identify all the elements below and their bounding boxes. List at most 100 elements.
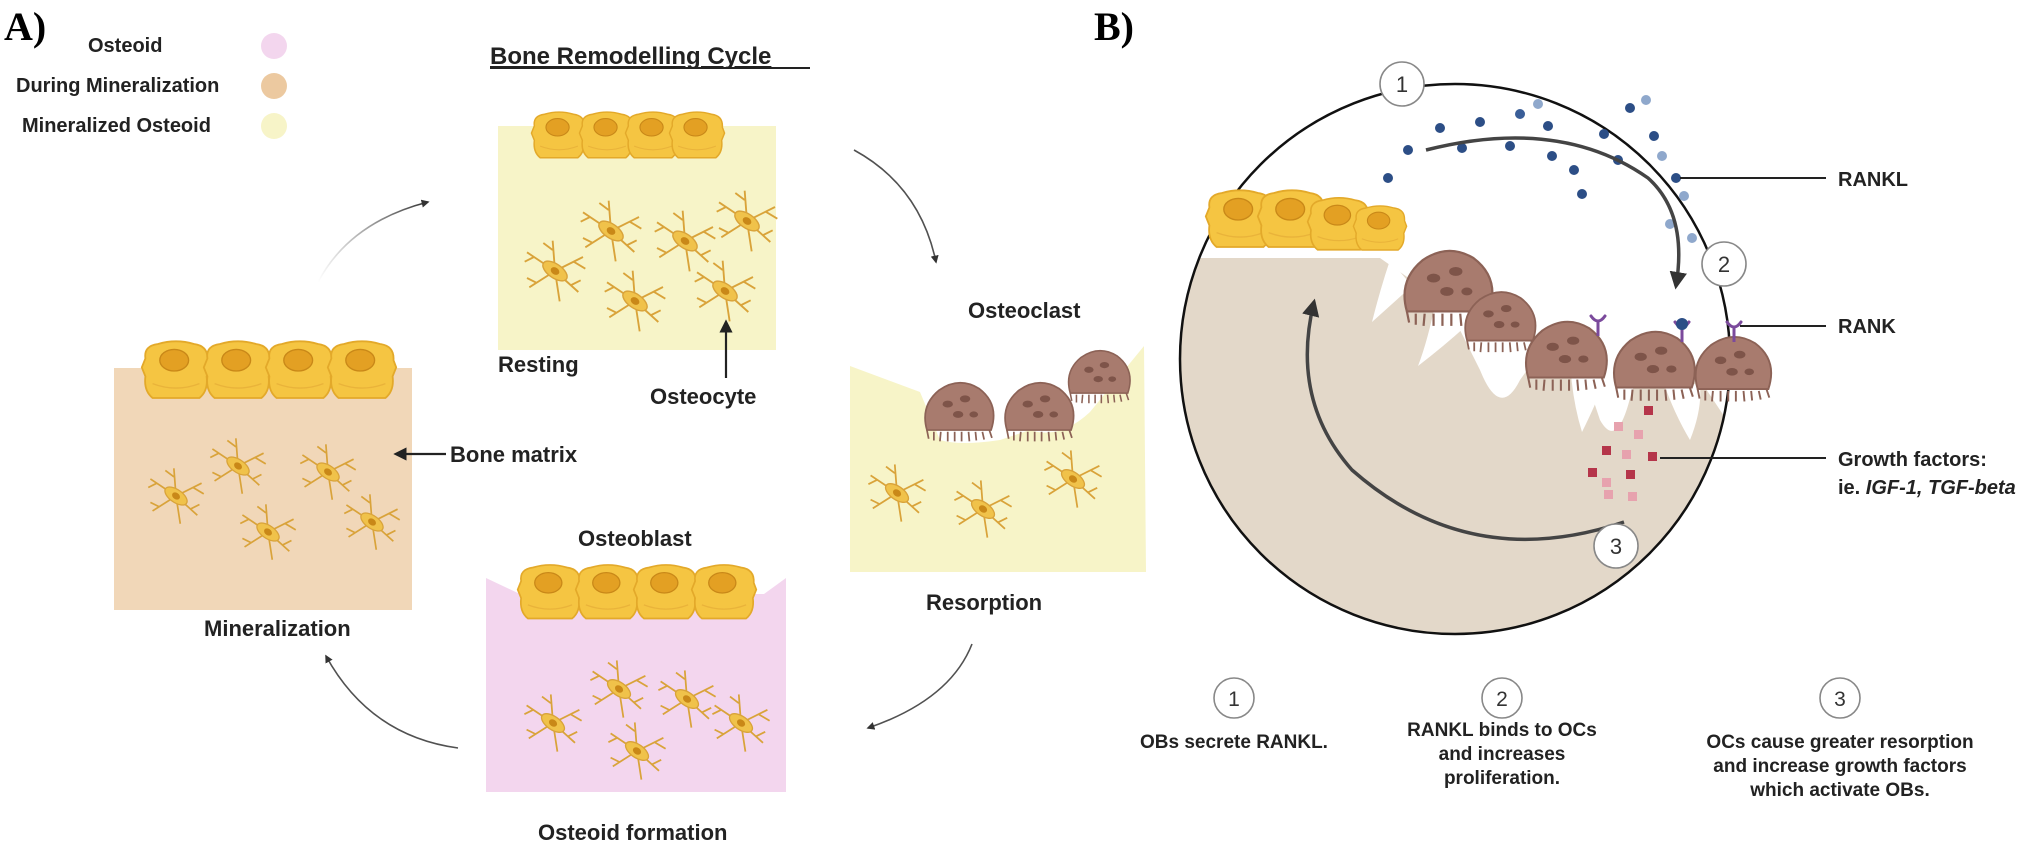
osteoid-layer — [486, 578, 786, 792]
step-2-legend-marker — [1481, 677, 1523, 719]
rankl-dot — [1569, 165, 1579, 175]
mineralizing-bone — [114, 368, 412, 610]
resorption-pit — [1418, 300, 1466, 366]
step-2-text-line: and increases — [1439, 744, 1566, 765]
rankl-dot — [1505, 141, 1515, 151]
growth-factors-prefix: ie. — [1838, 477, 1866, 499]
legend-osteoid-swatch — [261, 33, 287, 59]
growth-factor-square — [1604, 490, 1613, 499]
rankl-dot — [1403, 145, 1413, 155]
arrow-resorption-to-formation — [866, 643, 973, 730]
step-2-text-line: RANKL binds to OCs — [1407, 720, 1597, 741]
legend-during-mineralization-swatch — [261, 73, 287, 99]
stage-osteoid-formation-label: Osteoid formation — [538, 820, 727, 845]
rankl-dot — [1657, 151, 1667, 161]
rankl-dot — [1547, 151, 1557, 161]
growth-factors-examples-line: ie. IGF-1, TGF-beta — [1838, 477, 2016, 499]
rankl-dot — [1649, 131, 1659, 141]
growth-factor-square — [1614, 422, 1623, 431]
growth-factors-examples: IGF-1, TGF-beta — [1866, 477, 2016, 499]
rankl-label: RANKL — [1838, 169, 1908, 191]
resorption-stage: Osteoclast Resorption — [850, 298, 1146, 615]
growth-factor-square — [1648, 452, 1657, 461]
rankl-dot — [1577, 189, 1587, 199]
step-3-marker — [1593, 523, 1639, 569]
legend-mineralized-swatch — [261, 113, 287, 139]
rankl-dot — [1679, 191, 1689, 201]
step-3-legend-marker — [1819, 677, 1861, 719]
arrow-resting-to-resorption — [853, 149, 939, 264]
osteoblast-label: Osteoblast — [578, 526, 692, 551]
rankl-dot — [1515, 109, 1525, 119]
growth-factor-square — [1634, 430, 1643, 439]
osteoblast-icon — [516, 563, 584, 620]
step-3-text-line: which activate OBs. — [1749, 780, 1930, 801]
resorption-pit — [1372, 260, 1412, 322]
rankl-dot — [1687, 233, 1697, 243]
step-2-marker-number: 2 — [1718, 252, 1730, 277]
step-legend: 1 OBs secrete RANKL. 2 RANKL binds to OC… — [1140, 677, 1974, 801]
rankl-dot — [1625, 103, 1635, 113]
panel-a: A) Osteoid During Mineralization Mineral… — [4, 4, 1146, 845]
rankl-binding-arrow — [1425, 136, 1687, 290]
resorption-bone — [850, 346, 1146, 572]
cycle-title: Bone Remodelling Cycle — [490, 43, 771, 70]
step-1-marker-number: 1 — [1396, 72, 1408, 97]
rankl-dot — [1533, 99, 1543, 109]
growth-factor-square — [1588, 468, 1597, 477]
osteoblast-icon — [574, 563, 642, 620]
arrow-formation-to-mineralization — [325, 654, 459, 749]
resting-lining-cell — [530, 111, 588, 159]
stage-resting-label: Resting — [498, 352, 579, 377]
rankl-dot — [1641, 95, 1651, 105]
rankl-dot — [1457, 143, 1467, 153]
osteoblast-icon — [140, 340, 212, 400]
osteoblast-icon — [632, 563, 700, 620]
step-3-marker-number: 3 — [1610, 534, 1622, 559]
osteoblast-icon — [326, 340, 398, 400]
growth-factor-square — [1626, 470, 1635, 479]
arrow-mineralization-to-resting — [317, 199, 430, 283]
activation-feedback-arrow — [1302, 298, 1625, 542]
rankl-dot — [1671, 173, 1681, 183]
step-3-legend-number: 3 — [1834, 688, 1846, 711]
stage-resorption-label: Resorption — [926, 590, 1042, 615]
resting-stage: Resting Osteocyte — [498, 111, 779, 409]
panel-a-letter: A) — [4, 4, 46, 49]
growth-factors — [1588, 406, 1657, 501]
osteocyte-label: Osteocyte — [650, 384, 756, 409]
stage-mineralization-label: Mineralization — [204, 616, 351, 641]
rankl-dot — [1543, 121, 1553, 131]
step-1-text-line: OBs secrete RANKL. — [1140, 732, 1328, 753]
step-3-text-line: and increase growth factors — [1713, 756, 1966, 777]
step-2-text-line: proliferation. — [1444, 768, 1560, 789]
bound-rankl-dot — [1676, 318, 1688, 330]
bone-tissue — [1180, 258, 1730, 634]
osteoblast-icon — [690, 563, 758, 620]
growth-factor-square — [1602, 478, 1611, 487]
step-2-marker — [1701, 241, 1747, 287]
osteoclast-icon — [1067, 349, 1131, 405]
osteoblast-icon — [1352, 204, 1408, 252]
growth-factor-square — [1602, 446, 1611, 455]
osteoblast-icon — [264, 340, 336, 400]
rankl-dot — [1665, 219, 1675, 229]
growth-factor-square — [1644, 406, 1653, 415]
rank-label: RANK — [1838, 316, 1896, 338]
resting-lining-cell — [668, 111, 726, 159]
legend-mineralized-label: Mineralized Osteoid — [22, 115, 211, 137]
cycle-arrows — [317, 149, 973, 749]
step-1-marker — [1379, 61, 1425, 107]
bone-matrix-label: Bone matrix — [450, 442, 578, 467]
osteoclast-label: Osteoclast — [968, 298, 1081, 323]
step-3-text-line: OCs cause greater resorption — [1706, 732, 1973, 753]
osteoid-formation-stage: Osteoblast Osteoid formation — [486, 526, 786, 845]
growth-factors-label: Growth factors: — [1838, 449, 1987, 471]
step-2-legend-number: 2 — [1496, 688, 1508, 711]
legend-mineralization-label: During Mineralization — [16, 75, 219, 97]
legend-osteoid-label: Osteoid — [88, 35, 162, 57]
zoom-circle: 1 2 3 — [1178, 61, 1773, 636]
osteoblast-icon — [202, 340, 274, 400]
growth-factor-square — [1628, 492, 1637, 501]
